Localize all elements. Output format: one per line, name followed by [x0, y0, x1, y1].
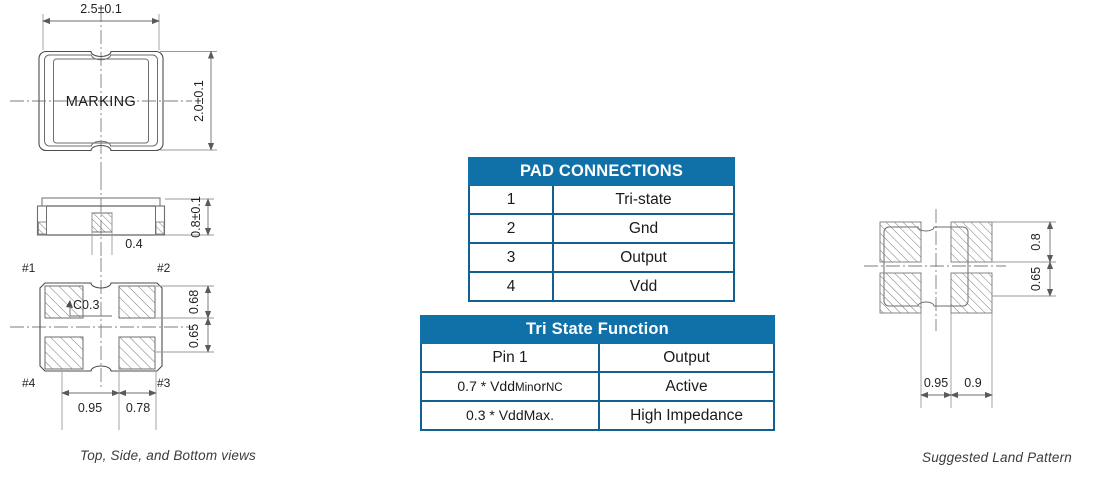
- pad-connections-table: PAD CONNECTIONS 1 Tri-state 2 Gnd 3 Outp…: [468, 157, 735, 302]
- tri-condition-main: 0.7 * Vdd: [457, 377, 515, 394]
- table-row: 1 Tri-state: [468, 184, 735, 215]
- tri-condition-mid: or: [533, 377, 546, 394]
- tri-condition-sub1: Min: [515, 381, 534, 394]
- tri-col-header-pin: Pin 1: [420, 342, 600, 373]
- land-pattern-drawing: 0.8 0.65 0.95 0.9: [864, 209, 1056, 408]
- tri-table-header: Tri State Function: [420, 315, 775, 344]
- table-row: 4 Vdd: [468, 271, 735, 302]
- land-dim-right: 0.9: [964, 376, 981, 390]
- side-view: 0.4 0.8±0.1: [36, 176, 214, 262]
- side-view-height-dim: 0.8±0.1: [189, 196, 203, 238]
- table-row: 0.3 * VddMax. High Impedance: [420, 400, 775, 431]
- tri-col-header-output: Output: [598, 342, 775, 373]
- tri-condition: 0.7 * VddMinorNC: [420, 371, 600, 402]
- tri-output: Active: [598, 371, 775, 402]
- bottom-view-dim-left: 0.95: [78, 401, 102, 415]
- pin-label-2: #2: [157, 261, 171, 275]
- bottom-view-dim-upper: 0.68: [187, 290, 201, 314]
- table-row: 3 Output: [468, 242, 735, 273]
- tri-condition-sub2: NC: [545, 381, 563, 394]
- land-dim-upper: 0.8: [1029, 233, 1043, 250]
- table-row: 2 Gnd: [468, 213, 735, 244]
- marking-label: MARKING: [66, 94, 136, 110]
- tri-state-function-table: Tri State Function Pin 1 Output 0.7 * Vd…: [420, 315, 775, 431]
- bottom-view: C0.3 #1 #2 #3 #4 0.68 0.65 0.95 0.78: [10, 258, 214, 430]
- pad-pin: 1: [468, 184, 554, 215]
- package-outline-drawing: MARKING 2.5±0.1 2.0±0.1: [10, 2, 217, 430]
- bottom-view-pads: [44, 285, 156, 370]
- pad-table-header: PAD CONNECTIONS: [468, 157, 735, 186]
- left-caption: Top, Side, and Bottom views: [80, 448, 256, 463]
- bottom-view-dim-lower: 0.65: [187, 324, 201, 348]
- land-pads: [879, 221, 993, 314]
- pad-pin: 4: [468, 271, 554, 302]
- pad-pin: 2: [468, 213, 554, 244]
- right-caption: Suggested Land Pattern: [922, 450, 1073, 465]
- bottom-view-dim-right: 0.78: [126, 401, 150, 415]
- pin-label-3: #3: [157, 376, 171, 390]
- land-dim-lower: 0.65: [1029, 267, 1043, 291]
- table-row: Pin 1 Output: [420, 342, 775, 373]
- table-row: 0.7 * VddMinorNC Active: [420, 371, 775, 402]
- tri-condition: 0.3 * VddMax.: [420, 400, 600, 431]
- tri-condition-sub1: Max.: [523, 406, 554, 423]
- pad-pin: 3: [468, 242, 554, 273]
- pin-label-1: #1: [22, 261, 36, 275]
- land-dim-left: 0.95: [924, 376, 948, 390]
- top-view: MARKING 2.5±0.1 2.0±0.1: [10, 2, 217, 178]
- chamfer-note: C0.3: [73, 298, 99, 312]
- pin-label-4: #4: [22, 376, 36, 390]
- top-view-height-dim: 2.0±0.1: [192, 80, 206, 122]
- tri-output: High Impedance: [598, 400, 775, 431]
- top-view-width-dim: 2.5±0.1: [80, 2, 122, 16]
- pad-function: Output: [552, 242, 735, 273]
- pad-function: Gnd: [552, 213, 735, 244]
- tri-condition-main: 0.3 * Vdd: [466, 406, 524, 423]
- pad-function: Vdd: [552, 271, 735, 302]
- side-view-center-dim: 0.4: [125, 237, 142, 251]
- pad-function: Tri-state: [552, 184, 735, 215]
